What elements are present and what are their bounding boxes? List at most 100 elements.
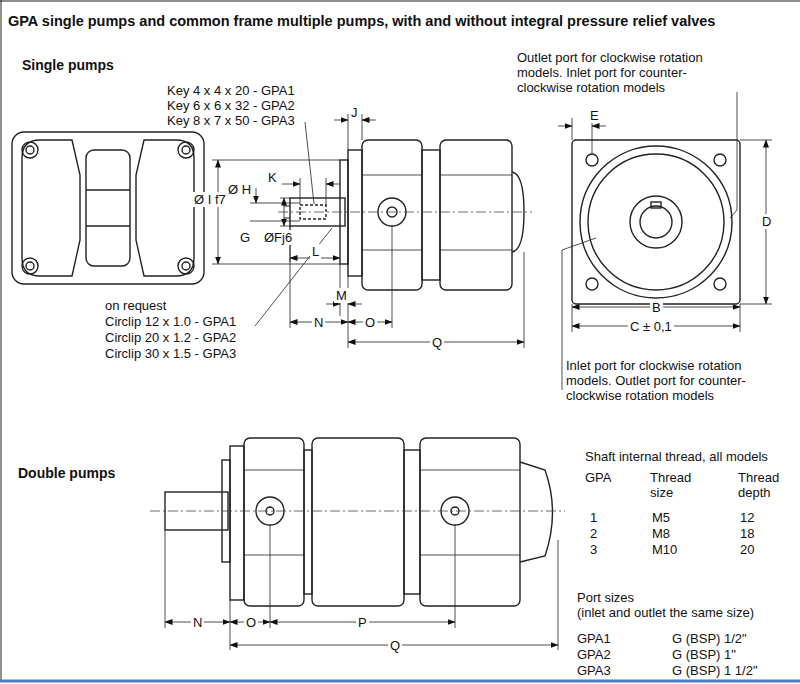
pump-end-view [580,146,732,298]
dimension-lines [348,304,362,305]
table-cell: 1 [590,510,597,525]
table-cell: 18 [740,526,754,541]
dimension-letter: L [310,244,321,259]
flange-end-view [22,142,38,158]
dimension-letter: P [356,615,369,630]
double-pump-dimensions [165,530,166,628]
double-pump-side-view [244,555,304,556]
double-pump-dimensions [455,525,456,628]
dimension-lines [392,226,393,328]
dimension-lines [212,160,340,161]
dimension-letter: K [266,170,279,185]
dimension-letter: O [363,315,377,330]
flange-end-view [178,142,194,158]
flange-end-view [178,258,194,274]
dimension-lines [305,122,314,204]
double-pump-side-view [420,555,520,556]
double-pump-side-view [312,438,404,606]
dimension-lines [256,188,257,203]
pump-end-view [586,154,598,166]
dimension-lines [212,114,524,348]
flange-end-view [86,150,130,266]
flange-end-view [86,225,130,226]
single-pump-side-view [362,175,422,176]
centre-line [278,212,532,213]
dimension-lines [326,304,340,305]
table-cell: M5 [652,510,670,525]
view-heading: Single pumps [22,58,114,73]
dimension-lines [326,178,327,205]
end-view-dimensions [558,126,572,127]
table-cell: 12 [740,510,754,525]
table-heading: Shaft internal thread, all models [585,449,768,464]
double-pump-side-view [304,450,312,594]
double-pump-side-view [165,438,553,606]
end-view-dimensions [740,304,741,332]
pump-end-view [630,196,682,248]
circlip-spec: Circlip 20 x 1.2 - GPA2 [105,330,236,345]
single-pump-side-view [440,250,512,251]
flange-end-view [136,140,194,276]
view-heading: Double pumps [18,466,115,481]
dimension-letter: D [760,214,773,229]
table-cell: GPA [585,470,612,485]
dimension-letter: Ø H [226,182,253,197]
table-cell: GPA3 [577,663,611,678]
dimension-lines [300,178,301,205]
table-cell: GPA2 [577,647,611,662]
flange-end-view [22,258,38,274]
table-note: (inlet and outlet the same size) [577,605,754,620]
dimension-letter: C ± 0,1 [628,319,674,334]
dimension-letter: N [191,615,204,630]
dimension-lines [280,226,290,227]
pump-end-view [714,278,726,290]
table-cell: 3 [590,542,597,557]
dimension-letter: ØFj6 [262,230,294,245]
double-pump-dimensions [558,540,559,650]
dimension-lines [280,198,290,199]
pump-end-view [640,206,672,238]
double-pump-side-view [244,470,304,471]
table-cell: Thread size [650,470,702,500]
end-view-dimensions [572,118,573,140]
double-pump-side-view [244,438,304,606]
end-view-dimensions [730,92,737,218]
double-pump-dimensions [270,525,271,628]
dimension-letter: M [334,288,349,303]
key-spec: Key 6 x 6 x 32 - GPA2 [167,98,295,113]
pump-end-view [572,140,740,304]
flange-end-view [22,140,80,276]
dimension-lines [334,120,348,121]
end-view-dimensions [558,92,772,390]
dimension-lines [284,198,285,226]
flange-end-view [12,132,204,284]
dimension-lines [326,184,340,185]
pump-end-view [572,140,740,304]
dimension-letter: Q [388,638,402,653]
table-cell: M8 [652,526,670,541]
table-cell: M10 [652,542,677,557]
double-pump-side-view [520,462,553,562]
table-cell: GPA1 [577,631,611,646]
table-cell: Thread depth [738,470,790,500]
dimension-letter: O [244,615,258,630]
flange-end-view [86,189,130,190]
end-view-dimensions [740,304,772,305]
key-spec: Key 4 x 4 x 20 - GPA1 [167,83,295,98]
end-view-dimensions [592,126,606,127]
dimension-letter: N [312,315,325,330]
end-view-dimensions [740,140,772,141]
dimension-lines [250,221,300,222]
table-cell: 2 [590,526,597,541]
pump-end-view [651,202,661,208]
single-pump-side-view [440,175,512,176]
flange-end-view [26,146,34,154]
dimension-letter: J [349,105,360,120]
double-pump-side-view [420,438,520,606]
circlip-spec: Circlip 30 x 1.5 - GPA3 [105,346,236,361]
end-view-dimensions [572,304,573,332]
dimension-lines [362,114,363,140]
dimension-lines [348,316,349,348]
flange-end-view [12,132,204,284]
